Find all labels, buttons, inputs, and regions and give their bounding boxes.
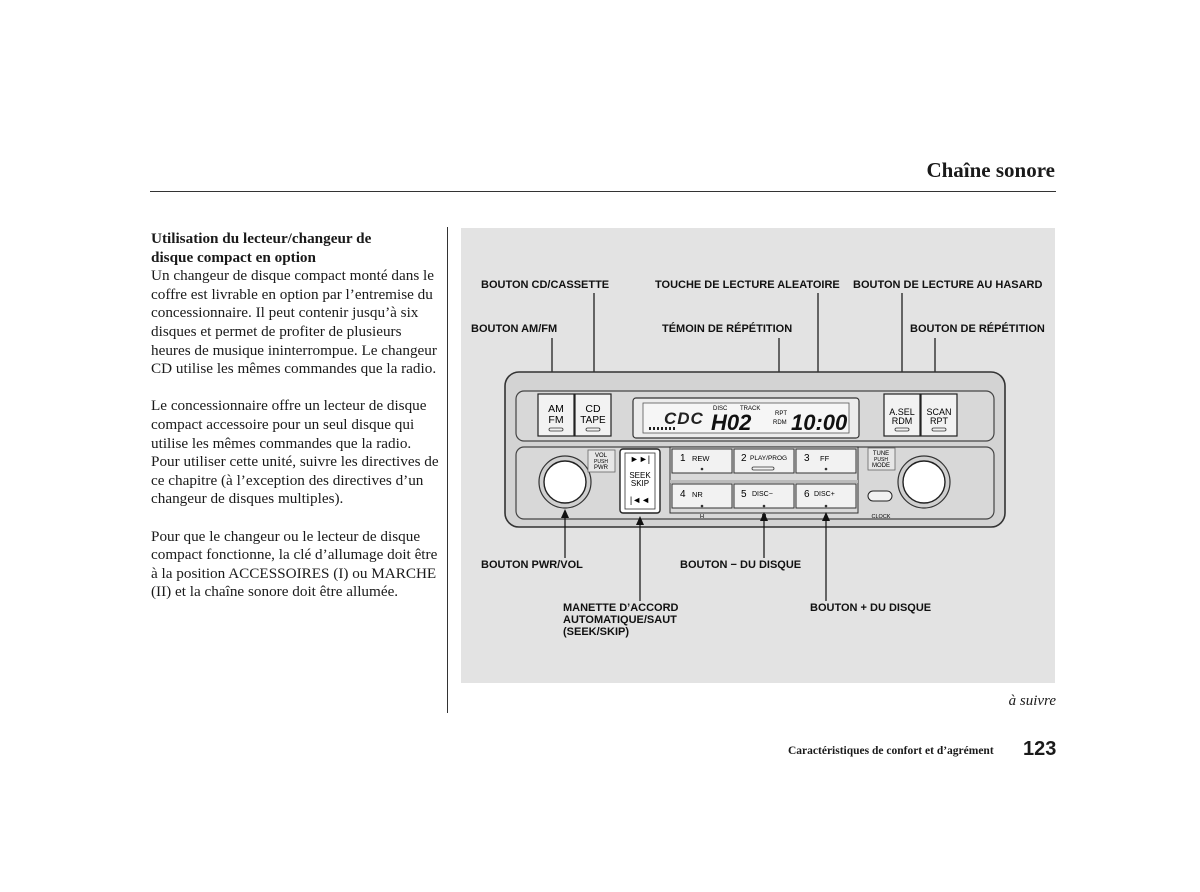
preset-4-num: 4	[680, 489, 686, 500]
vol-push-label: PUSH	[594, 459, 608, 465]
paragraph-single-disc: Le concessionnaire offre un lecteur de d…	[151, 397, 439, 508]
footer-section-title: Caractéristiques de confort et d’agrémen…	[788, 745, 994, 757]
pwr-label: PWR	[594, 465, 609, 471]
section-heading: Utilisation du lecteur/changeur de disqu…	[151, 230, 441, 267]
callout-pwr-vol: BOUTON PWR/VOL	[481, 559, 583, 571]
scan-indicator	[931, 427, 947, 432]
preset-2-label: PLAY/PROG	[750, 455, 787, 462]
preset-5-num: 5	[741, 489, 747, 500]
preset-5-button[interactable]	[733, 483, 795, 509]
preset-5-label: DISC−	[752, 491, 773, 498]
display-disc-label: DISC	[713, 406, 728, 412]
preset-1-num: 1	[680, 453, 686, 464]
preset-divider	[670, 480, 858, 483]
preset-3-label: FF	[820, 454, 830, 463]
body-text-column: Utilisation du lecteur/changeur de disqu…	[151, 230, 441, 620]
callout-am-fm: BOUTON AM/FM	[471, 323, 557, 335]
rpt-label: RPT	[930, 416, 949, 426]
a-sel-rdm-button[interactable]	[883, 393, 921, 437]
continued-note: à suivre	[1008, 693, 1056, 709]
preset-2-num: 2	[741, 453, 747, 464]
callout-disc-minus: BOUTON − DU DISQUE	[680, 559, 801, 571]
preset-2-indicator	[751, 466, 775, 471]
preset-6-button[interactable]	[795, 483, 857, 509]
rdm-label: RDM	[892, 416, 913, 426]
display-rdm: RDM	[773, 420, 787, 426]
cd-label: CD	[585, 403, 601, 415]
paragraph-changer: Un changeur de disque compact monté dans…	[151, 267, 437, 378]
callout-repeat-indicator: TÉMOIN DE RÉPÉTITION	[662, 322, 792, 335]
column-divider	[447, 227, 448, 713]
cd-tape-indicator	[585, 427, 601, 432]
display-mode: CDC	[664, 409, 704, 428]
seek-up-icon: ►►|	[630, 454, 650, 464]
audio-unit-figure: BOUTON CD/CASSETTE TOUCHE DE LECTURE ALE…	[461, 228, 1055, 683]
vol-label: VOL	[595, 453, 608, 459]
seek-skip-switch[interactable]	[624, 452, 656, 510]
display-track-label: TRACK	[740, 406, 760, 412]
section-heading-line2: disque compact en option	[151, 248, 316, 266]
callout-seek-line3: (SEEK/SKIP)	[563, 626, 629, 638]
callout-repeat-button: BOUTON DE RÉPÉTITION	[910, 322, 1045, 335]
scan-label: SCAN	[926, 407, 951, 417]
lcd-display	[642, 402, 850, 434]
seek-down-icon: |◄◄	[630, 495, 650, 505]
fm-label: FM	[548, 414, 563, 426]
preset-4-label: NR	[692, 490, 703, 499]
seek-label: SEEK	[629, 471, 651, 480]
am-fm-indicator	[548, 427, 564, 432]
preset-3-num: 3	[804, 453, 810, 464]
page-title: Chaîne sonore	[926, 158, 1055, 182]
preset-2-button[interactable]	[733, 448, 795, 474]
preset-row-1: 1 REW 2 PLAY/PROG 3 FF	[671, 448, 857, 474]
preset-6-num: 6	[804, 489, 810, 500]
audio-unit-diagram: BOUTON CD/CASSETTE TOUCHE DE LECTURE ALE…	[471, 279, 1045, 638]
clock-button[interactable]	[867, 490, 893, 502]
preset-row-2: 4 NR 5 DISC− 6 DISC+	[671, 483, 857, 509]
preset-5-dot	[762, 504, 766, 508]
callout-disc-plus: BOUTON + DU DISQUE	[810, 602, 931, 614]
mode-label: MODE	[872, 463, 890, 469]
callout-seek-line2: AUTOMATIQUE/SAUT	[563, 614, 677, 626]
tape-label: TAPE	[580, 415, 606, 426]
skip-label: SKIP	[631, 479, 649, 488]
callout-random-touch: TOUCHE DE LECTURE ALEATOIRE	[655, 279, 840, 291]
preset-3-button[interactable]	[795, 448, 857, 474]
preset-4-button[interactable]	[671, 483, 733, 509]
bottom-leader-lines	[564, 513, 827, 601]
preset-4-dot	[700, 504, 704, 508]
header-divider	[150, 191, 1056, 192]
callout-cd-cassette: BOUTON CD/CASSETTE	[481, 279, 609, 291]
pwr-vol-knob[interactable]	[543, 460, 587, 504]
section-heading-line1: Utilisation du lecteur/changeur de	[151, 230, 372, 247]
vol-label-plate	[587, 449, 616, 473]
callout-seek-line1: MANETTE D’ACCORD	[563, 602, 679, 614]
page-number: 123	[1023, 738, 1057, 760]
a-sel-indicator	[894, 427, 910, 432]
am-label: AM	[548, 403, 564, 415]
display-level-bars	[649, 427, 675, 430]
paragraph-ignition: Pour que le changeur ou le lecteur de di…	[151, 527, 438, 601]
scan-rpt-button[interactable]	[920, 393, 958, 437]
tune-label-plate	[867, 447, 896, 471]
preset-6-dot	[824, 504, 828, 508]
preset-3-dot	[824, 467, 828, 471]
a-sel-label: A.SEL	[889, 407, 915, 417]
hour-label: H	[700, 514, 704, 520]
display-time: 10:00	[791, 410, 848, 435]
preset-1-label: REW	[692, 454, 710, 463]
callout-random-button: BOUTON DE LECTURE AU HASARD	[853, 279, 1043, 291]
tune-label: TUNE	[873, 451, 889, 457]
tune-knob[interactable]	[902, 460, 946, 504]
cd-tape-button[interactable]	[574, 393, 612, 437]
am-fm-button[interactable]	[537, 393, 575, 437]
display-rpt: RPT	[775, 411, 787, 417]
bottom-arrowheads	[561, 509, 830, 525]
display-disc-track: H02	[711, 410, 752, 435]
preset-1-dot	[700, 467, 704, 471]
tune-push-label: PUSH	[874, 457, 888, 463]
clock-label: CLOCK	[872, 514, 891, 520]
preset-6-label: DISC+	[814, 491, 835, 498]
